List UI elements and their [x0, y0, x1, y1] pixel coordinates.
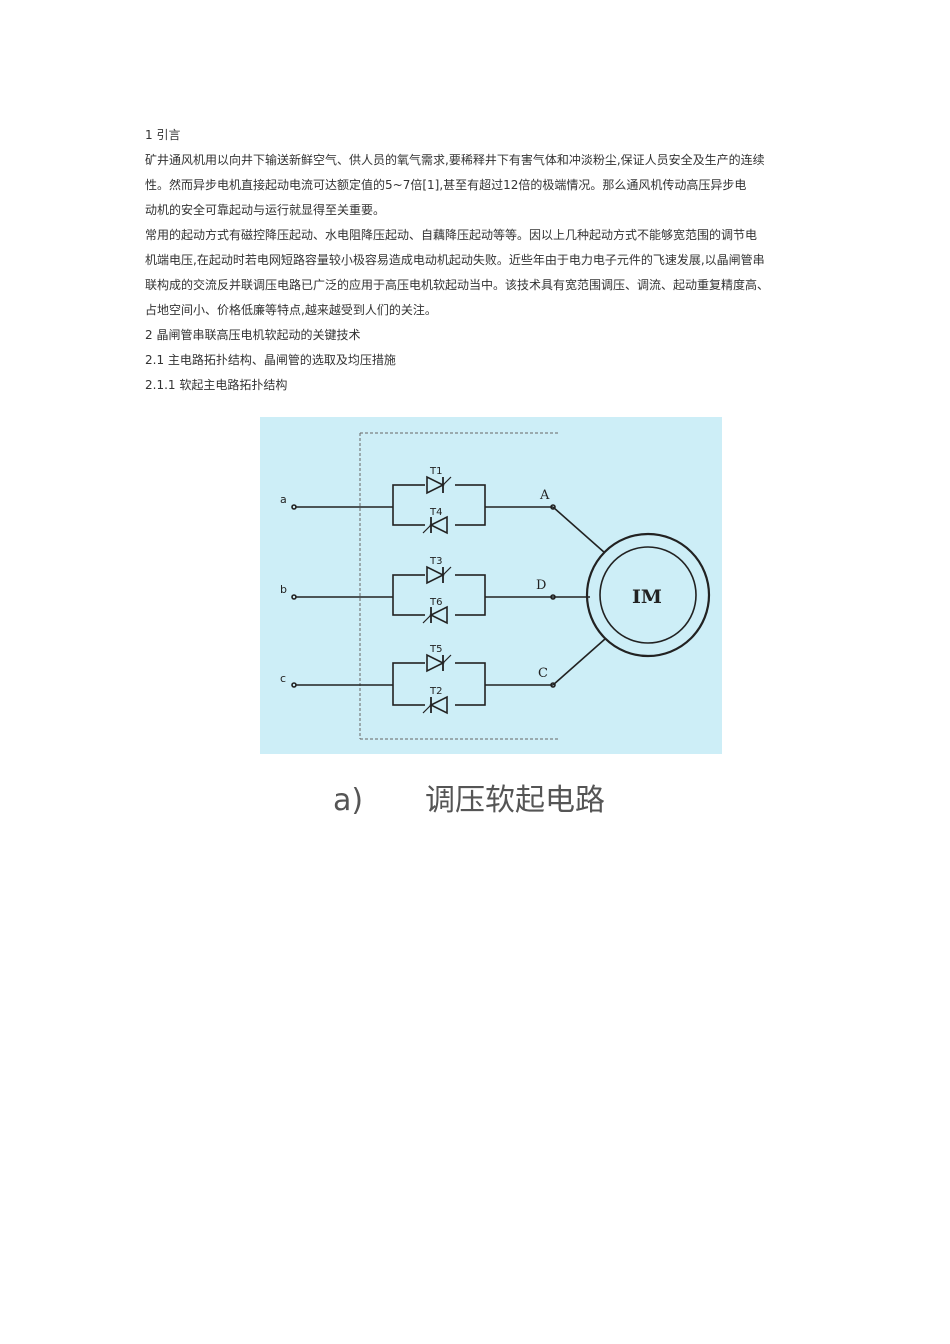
thyristor-t1-label: T1: [429, 466, 442, 477]
figure-caption: a) 调压软起电路: [333, 775, 653, 820]
section-heading-1: 1 引言: [145, 128, 181, 142]
subsection-heading: 2.1 主电路拓扑结构、晶闸管的选取及均压措施: [145, 353, 396, 367]
thyristor-t3: [425, 566, 455, 584]
paragraph-line: 占地空间小、价格低廉等特点,越来越受到人们的关注。: [145, 303, 437, 317]
thyristor-t1: [425, 476, 455, 494]
input-a-label: a: [280, 493, 287, 506]
paragraph-line: 动机的安全可靠起动与运行就显得至关重要。: [145, 203, 386, 217]
thyristor-t5-label: T5: [429, 644, 442, 655]
circuit-diagram: a b c T1 T4 T3 T6 T5 T2 A D C IM: [260, 417, 722, 754]
thyristor-t6: [422, 606, 455, 624]
phase-c-branch: [291, 638, 606, 706]
paragraph-line: 联构成的交流反并联调压电路已广泛的应用于高压电机软起动当中。该技术具有宽范围调压…: [145, 278, 770, 292]
motor-label: IM: [632, 586, 662, 608]
paragraph-line: 性。然而异步电机直接起动电流可达额定值的5~7倍[1],甚至有超过12倍的极端情…: [145, 178, 747, 192]
subsubsection-heading: 2.1.1 软起主电路拓扑结构: [145, 378, 288, 392]
thyristor-t4-label: T4: [429, 507, 442, 518]
thyristor-t3-label: T3: [429, 556, 442, 567]
thyristor-t2-label: T2: [429, 686, 442, 697]
node-a-label: A: [539, 488, 550, 503]
input-c-label: c: [280, 672, 286, 685]
section-heading-2: 2 晶闸管串联高压电机软起动的关键技术: [145, 328, 361, 342]
caption-text: 调压软起电路: [425, 783, 605, 818]
thyristor-t6-label: T6: [429, 597, 442, 608]
enclosure-border: [359, 432, 560, 740]
paragraph-line: 机端电压,在起动时若电网短路容量较小极容易造成电动机起动失败。近些年由于电力电子…: [145, 253, 765, 267]
thyristor-t4: [422, 516, 455, 534]
caption-label: a): [333, 783, 364, 818]
body-text: 1 引言 矿井通风机用以向井下输送新鲜空气、供人员的氧气需求,要稀释井下有害气体…: [145, 123, 815, 398]
node-d-label: D: [536, 578, 546, 593]
thyristor-t5: [425, 654, 455, 672]
motor-im: [585, 532, 711, 658]
paragraph-line: 常用的起动方式有磁控降压起动、水电阻降压起动、自藕降压起动等等。因以上几种起动方…: [145, 228, 758, 242]
input-b-label: b: [280, 583, 287, 596]
circuit-svg: a b c T1 T4 T3 T6 T5 T2 A D C IM: [280, 432, 711, 740]
paragraph-line: 矿井通风机用以向井下输送新鲜空气、供人员的氧气需求,要稀释井下有害气体和冲淡粉尘…: [145, 153, 765, 167]
thyristor-t2: [422, 696, 455, 714]
node-c-label: C: [538, 666, 548, 681]
